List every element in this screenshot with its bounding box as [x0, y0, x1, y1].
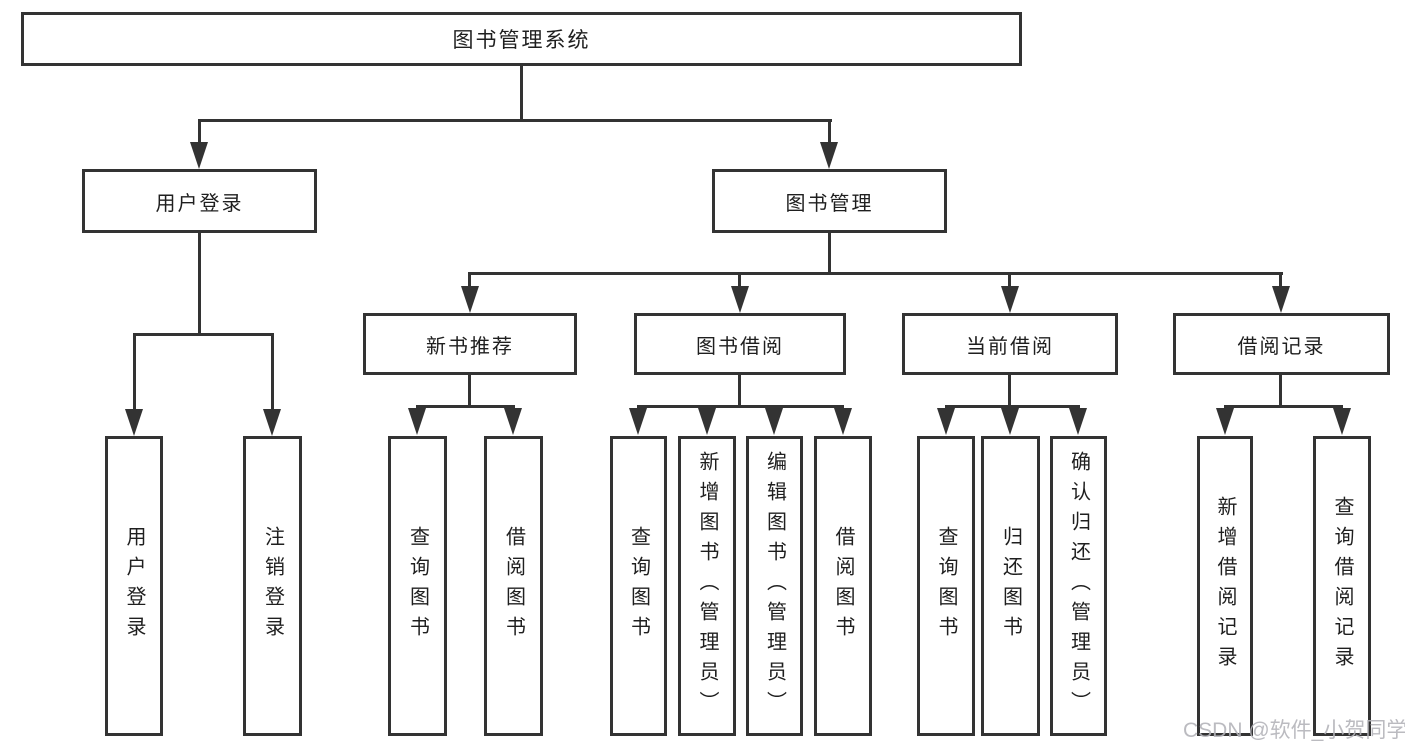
leaf-user-login: 用户登录	[105, 436, 163, 736]
connector-book-borrowing-stem	[738, 375, 741, 408]
arrowhead-to-leaf-bb-query-books	[629, 408, 647, 435]
connector-borrowing-records-stem	[1279, 375, 1282, 408]
leaf-br-add-record-label: 新增借阅记录	[1214, 496, 1236, 676]
connector-to-leaf-user-login-stem	[133, 333, 136, 411]
node-borrowing-records-label: 借阅记录	[1237, 335, 1326, 358]
node-new-book-recommendation: 新书推荐	[363, 313, 577, 375]
connector-new-book-rec-hline	[416, 405, 515, 408]
node-borrowing-records: 借阅记录	[1173, 313, 1390, 375]
leaf-rec-query-books: 查询图书	[388, 436, 447, 736]
leaf-bb-add-books-admin-label: 新增图书（管理员）	[696, 451, 718, 721]
leaf-rec-borrow-books: 借阅图书	[484, 436, 543, 736]
leaf-cb-confirm-return-admin-label: 确认归还（管理员）	[1067, 451, 1090, 721]
arrowhead-to-current-borrowing	[1001, 286, 1019, 313]
connector-user-login-stem	[198, 233, 201, 336]
node-new-book-recommendation-label: 新书推荐	[426, 335, 514, 358]
leaf-cb-query-books-label: 查询图书	[935, 526, 957, 646]
arrowhead-to-borrowing-records	[1272, 286, 1290, 313]
leaf-logout-label: 注销登录	[261, 526, 284, 646]
connector-book-borrowing-hline	[637, 405, 844, 408]
arrowhead-to-book-mgmt	[820, 142, 838, 169]
arrowhead-to-leaf-bb-add-books	[698, 408, 716, 435]
arrowhead-to-leaf-bb-edit-books	[765, 408, 783, 435]
leaf-rec-query-books-label: 查询图书	[406, 526, 429, 646]
arrowhead-to-new-book-rec	[461, 286, 479, 313]
node-current-borrowing: 当前借阅	[902, 313, 1118, 375]
leaf-cb-confirm-return-admin: 确认归还（管理员）	[1050, 436, 1107, 736]
node-user-login-label: 用户登录	[155, 192, 244, 215]
arrowhead-to-leaf-cb-query-books	[937, 408, 955, 435]
arrowhead-to-leaf-br-add-record	[1216, 408, 1234, 435]
leaf-bb-borrow-books-label: 借阅图书	[832, 526, 854, 646]
leaf-cb-query-books: 查询图书	[917, 436, 975, 736]
connector-borrowing-records-hline	[1224, 405, 1343, 408]
leaf-bb-edit-books-admin-label: 编辑图书（管理员）	[763, 451, 786, 721]
leaf-logout: 注销登录	[243, 436, 302, 736]
arrowhead-to-leaf-cb-confirm-return	[1069, 408, 1087, 435]
node-book-management-label: 图书管理	[785, 192, 874, 215]
arrowhead-to-leaf-br-query-record	[1333, 408, 1351, 435]
arrowhead-to-book-borrowing	[731, 286, 749, 313]
connector-current-borrowing-stem	[1008, 375, 1011, 408]
node-user-login: 用户登录	[82, 169, 317, 233]
leaf-bb-add-books-admin: 新增图书（管理员）	[678, 436, 736, 736]
connector-book-mgmt-stem	[828, 233, 831, 275]
node-current-borrowing-label: 当前借阅	[966, 335, 1054, 358]
arrowhead-to-leaf-rec-query-books	[408, 408, 426, 435]
connector-new-book-rec-stem	[468, 375, 471, 408]
csdn-watermark: CSDN @软件_小贺同学	[1183, 719, 1405, 742]
arrowhead-to-leaf-rec-borrow-books	[504, 408, 522, 435]
connector-root-hline	[198, 119, 832, 122]
connector-to-leaf-logout-stem	[271, 333, 274, 411]
leaf-br-query-record: 查询借阅记录	[1313, 436, 1371, 736]
connector-to-book-borrowing-stem	[738, 272, 741, 288]
arrowhead-to-leaf-cb-return-books	[1001, 408, 1019, 435]
leaf-br-add-record: 新增借阅记录	[1197, 436, 1253, 736]
connector-root-stem	[520, 66, 523, 122]
arrowhead-to-leaf-user-login	[125, 409, 143, 436]
connector-book-mgmt-hline	[468, 272, 1283, 275]
node-book-borrowing: 图书借阅	[634, 313, 846, 375]
leaf-user-login-label: 用户登录	[123, 526, 145, 646]
leaf-cb-return-books-label: 归还图书	[999, 526, 1022, 646]
connector-to-borrowing-records-stem	[1279, 272, 1282, 288]
connector-to-book-mgmt-stem	[828, 119, 831, 147]
connector-user-login-hline	[133, 333, 274, 336]
connector-to-user-login-stem	[198, 119, 201, 147]
arrowhead-to-user-login	[190, 142, 208, 169]
leaf-bb-edit-books-admin: 编辑图书（管理员）	[746, 436, 803, 736]
node-book-management: 图书管理	[712, 169, 947, 233]
leaf-bb-query-books-label: 查询图书	[627, 526, 650, 646]
leaf-bb-query-books: 查询图书	[610, 436, 667, 736]
node-book-borrowing-label: 图书借阅	[696, 335, 784, 358]
connector-to-current-borrowing-stem	[1008, 272, 1011, 288]
leaf-br-query-record-label: 查询借阅记录	[1331, 496, 1353, 676]
arrowhead-to-leaf-bb-borrow-books	[834, 408, 852, 435]
connector-current-borrowing-hline	[945, 405, 1080, 408]
connector-to-new-book-rec-stem	[468, 272, 471, 288]
leaf-rec-borrow-books-label: 借阅图书	[502, 526, 525, 646]
node-library-management-system-label: 图书管理系统	[452, 29, 591, 52]
leaf-cb-return-books: 归还图书	[981, 436, 1040, 736]
node-library-management-system: 图书管理系统	[21, 12, 1022, 66]
arrowhead-to-leaf-logout	[263, 409, 281, 436]
leaf-bb-borrow-books: 借阅图书	[814, 436, 872, 736]
